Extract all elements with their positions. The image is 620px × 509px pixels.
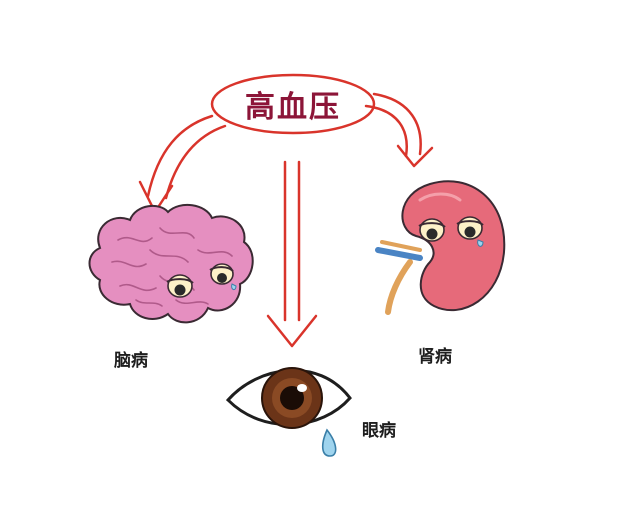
brain-illustration xyxy=(88,203,254,324)
kidney-body xyxy=(401,180,506,312)
center-title: 高血压 xyxy=(245,90,341,125)
eye-illustration xyxy=(225,367,352,457)
eye-tear xyxy=(321,428,337,457)
kidney-ureter xyxy=(385,259,413,315)
eye-disease-label: 眼病 xyxy=(362,421,396,441)
center-oval xyxy=(210,73,376,135)
brain-disease-label: 脑病 xyxy=(114,351,148,371)
kidney-artery xyxy=(380,240,422,252)
eye-pupil xyxy=(280,386,304,410)
kidney-disease-label: 肾病 xyxy=(418,347,452,367)
kidney-illustration xyxy=(375,180,506,315)
arrow-to-brain xyxy=(138,114,227,214)
arrow-to-eye xyxy=(266,160,318,348)
arrow-to-kidney xyxy=(364,92,434,168)
brain-body xyxy=(88,203,254,324)
kidney-vein xyxy=(375,247,423,261)
